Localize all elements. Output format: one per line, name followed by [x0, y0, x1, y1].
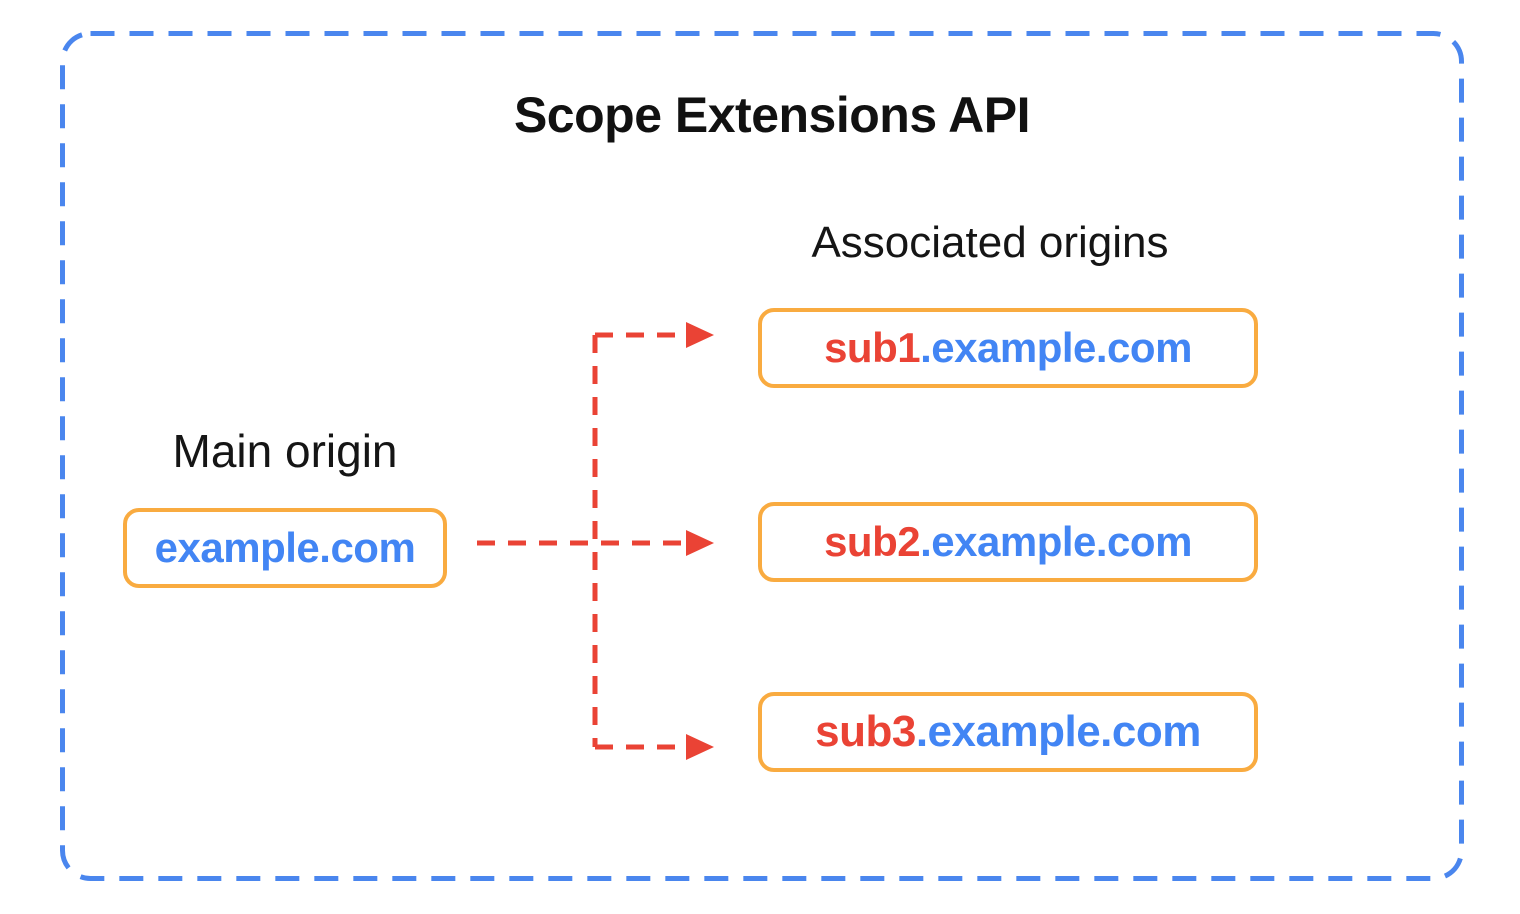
sub1-suffix: .example.com	[920, 324, 1192, 371]
main-origin-box: example.com	[123, 508, 447, 588]
sub2-prefix: sub2	[824, 518, 921, 565]
arrowhead-sub1-icon	[686, 322, 714, 348]
sub2-suffix: .example.com	[920, 518, 1192, 565]
associated-origin-box-sub2: sub2.example.com	[758, 502, 1258, 582]
main-origin-domain: example.com	[154, 524, 416, 571]
diagram-title: Scope Extensions API	[513, 87, 1031, 143]
sub3-prefix: sub3	[815, 707, 916, 756]
main-origin-label: Main origin	[172, 425, 398, 477]
associated-origin-box-sub1: sub1.example.com	[758, 308, 1258, 388]
sub1-prefix: sub1	[824, 324, 921, 371]
associated-origins-label: Associated origins	[811, 218, 1169, 267]
arrowhead-sub2-icon	[686, 530, 714, 556]
arrowhead-sub3-icon	[686, 734, 714, 760]
sub3-suffix: .example.com	[915, 707, 1202, 756]
associated-origin-box-sub3: sub3.example.com	[758, 692, 1258, 772]
